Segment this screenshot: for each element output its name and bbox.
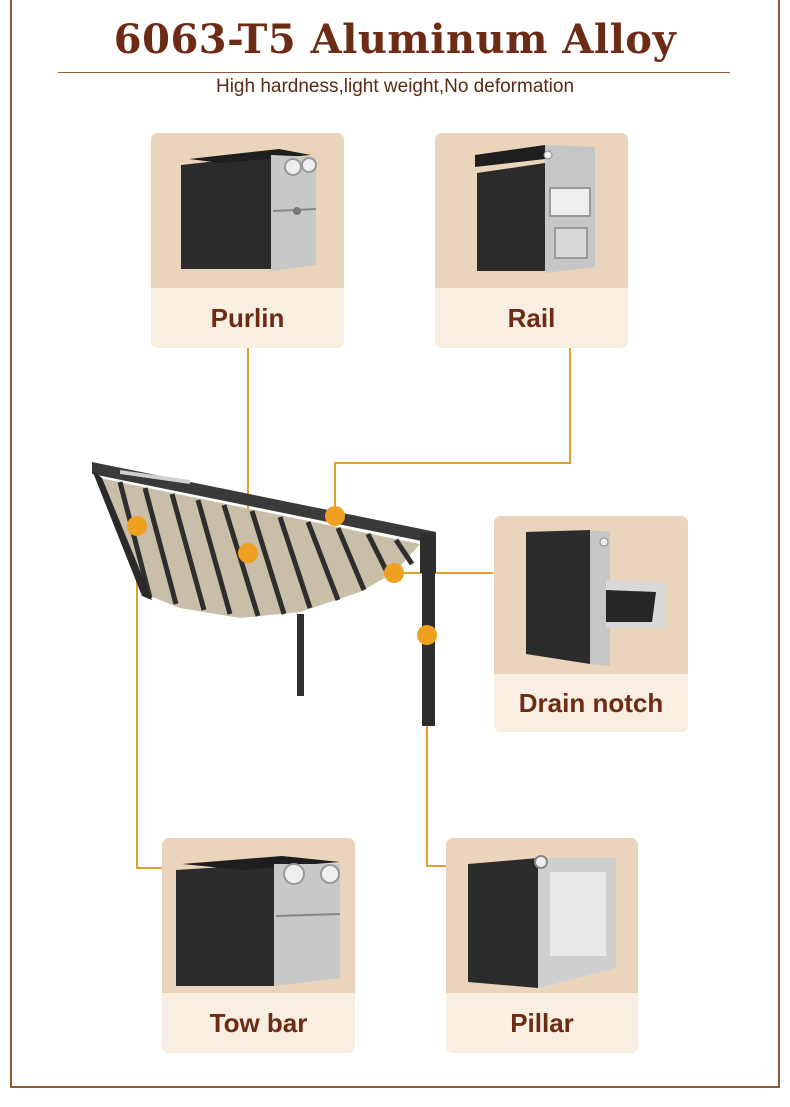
card-pillar: Pillar — [446, 838, 638, 1053]
dot-rail — [325, 506, 345, 526]
card-drain-notch: Drain notch — [494, 516, 688, 732]
card-rail: Rail — [435, 133, 628, 348]
dot-towbar — [127, 516, 147, 536]
connector-rail — [334, 348, 571, 516]
page-title: 6063-T5 Aluminum Alloy — [113, 16, 677, 63]
drain-notch-profile-image — [494, 516, 688, 674]
drain-notch-label: Drain notch — [494, 674, 688, 732]
pillar-label: Pillar — [446, 993, 638, 1053]
dot-purlin — [238, 543, 258, 563]
rail-label: Rail — [435, 288, 628, 348]
page-frame — [10, 0, 780, 1088]
dot-drain — [384, 563, 404, 583]
connector-towbar — [136, 526, 162, 869]
card-tow-bar: Tow bar — [162, 838, 355, 1053]
page-subtitle: High hardness,light weight,No deformatio… — [215, 76, 575, 97]
pergola-illustration — [92, 462, 436, 726]
dot-pillar — [417, 625, 437, 645]
tow-bar-profile-image — [162, 838, 355, 993]
title-divider — [58, 72, 730, 73]
pillar-profile-image — [446, 838, 638, 993]
rail-profile-image — [435, 133, 628, 288]
tow-bar-label: Tow bar — [162, 993, 355, 1053]
purlin-label: Purlin — [151, 288, 344, 348]
purlin-profile-image — [151, 133, 344, 288]
card-purlin: Purlin — [151, 133, 344, 348]
